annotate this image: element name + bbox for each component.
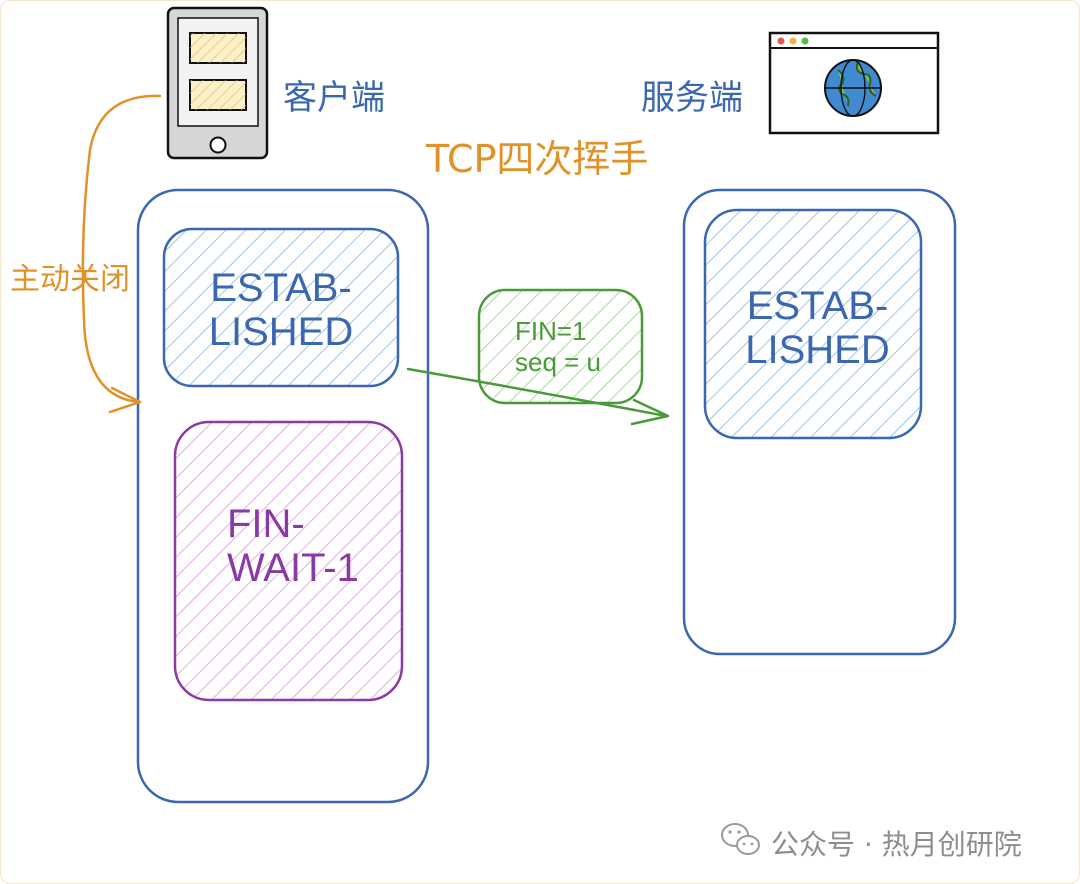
client-established-box bbox=[162, 227, 400, 388]
client-established-line1: ESTAB- bbox=[210, 266, 352, 310]
client-fin-wait-1-box bbox=[173, 420, 404, 702]
active-close-arrow bbox=[81, 94, 162, 414]
server-outer-box bbox=[682, 188, 957, 656]
client-label: 客户端 bbox=[283, 78, 385, 118]
watermark-text: 公众号 · 热月创研院 bbox=[771, 828, 1022, 861]
client-fin-wait-1-line1: FIN- bbox=[227, 502, 305, 546]
server-label: 服务端 bbox=[641, 78, 743, 118]
browser-globe-icon bbox=[768, 31, 940, 135]
fin-message-line1: FIN=1 bbox=[515, 316, 587, 346]
fin-message-text: FIN=1 seq = u bbox=[515, 316, 601, 378]
client-fin-wait-1-label: FIN- WAIT-1 bbox=[175, 502, 375, 590]
wechat-icon bbox=[721, 823, 760, 855]
server-established-box bbox=[703, 208, 923, 440]
client-established-label: ESTAB- LISHED bbox=[164, 266, 398, 354]
fin-arrow bbox=[406, 367, 670, 426]
active-close-label: 主动关闭 bbox=[10, 262, 130, 297]
client-outer-box bbox=[136, 188, 430, 804]
diagram-title: TCP四次挥手 bbox=[426, 137, 649, 181]
server-established-line1: ESTAB- bbox=[746, 284, 889, 328]
fin-message-bubble bbox=[477, 288, 644, 405]
server-established-line2: LISHED bbox=[745, 328, 890, 372]
phone-icon bbox=[166, 6, 269, 160]
fin-message-line2: seq = u bbox=[515, 347, 602, 378]
server-established-label: ESTAB- LISHED bbox=[705, 284, 930, 372]
client-fin-wait-1-line2: WAIT-1 bbox=[227, 546, 359, 590]
client-established-line2: LISHED bbox=[208, 310, 354, 354]
